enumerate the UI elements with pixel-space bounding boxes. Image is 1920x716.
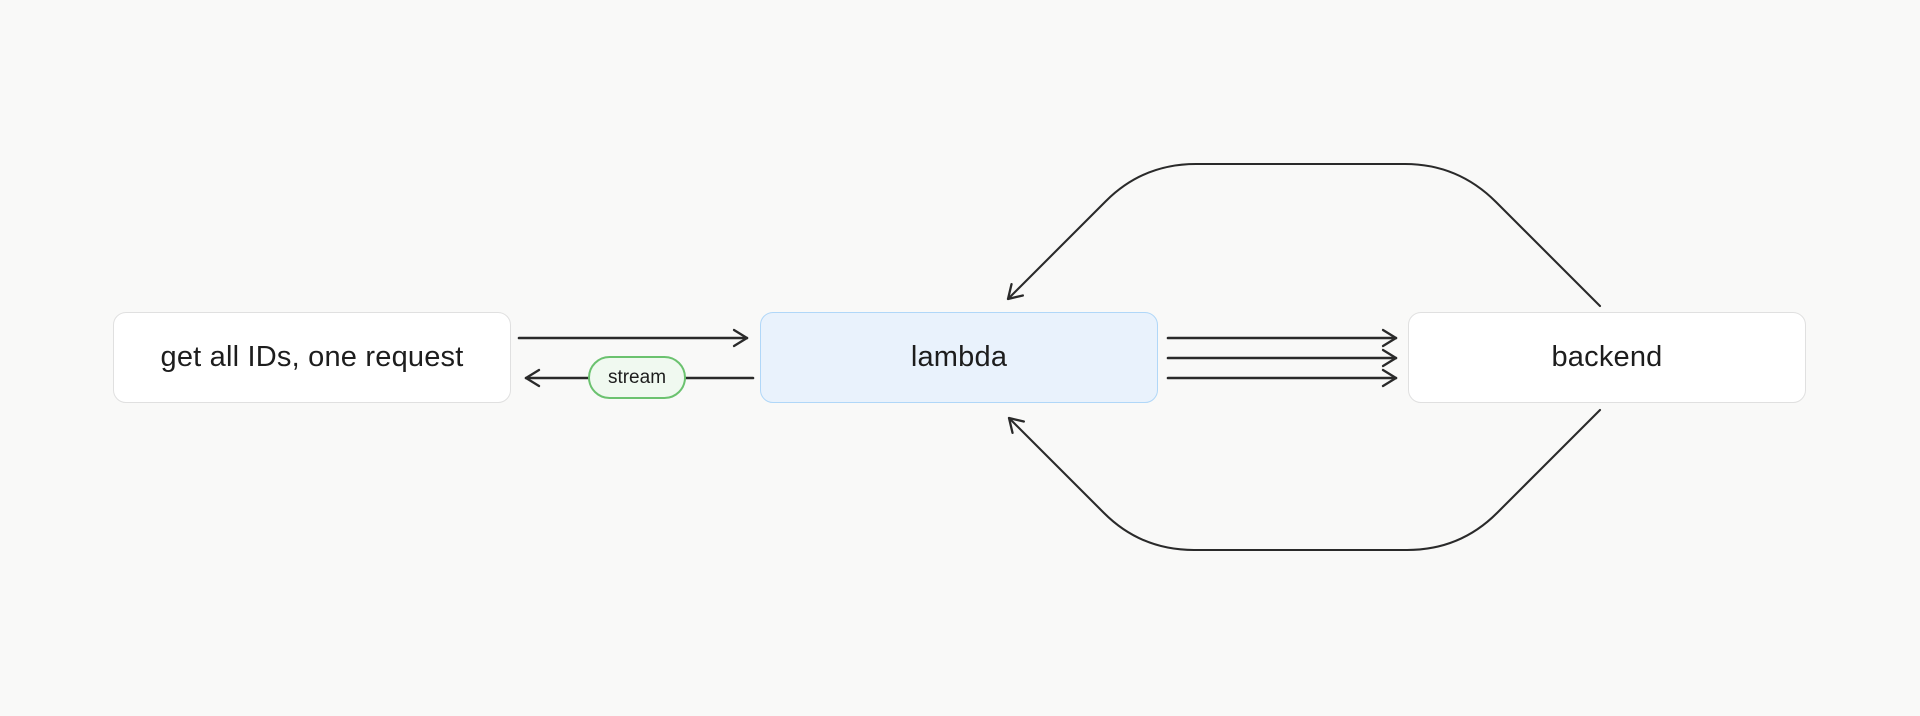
node-lambda-label: lambda (910, 341, 1008, 373)
arrow-backend-to-lambda-bottom[interactable] (1007, 408, 1602, 552)
node-backend-label: backend (1551, 341, 1663, 373)
arrow-backend-to-lambda-top[interactable] (1006, 162, 1602, 308)
node-request[interactable]: get all IDs, one request (113, 312, 511, 403)
node-request-label: get all IDs, one request (160, 341, 464, 373)
edges (517, 162, 1602, 552)
node-backend[interactable]: backend (1408, 312, 1806, 403)
node-lambda[interactable]: lambda (760, 312, 1158, 403)
edge-label-stream[interactable]: stream (588, 356, 686, 399)
edge-label-stream-text: stream (607, 366, 667, 388)
